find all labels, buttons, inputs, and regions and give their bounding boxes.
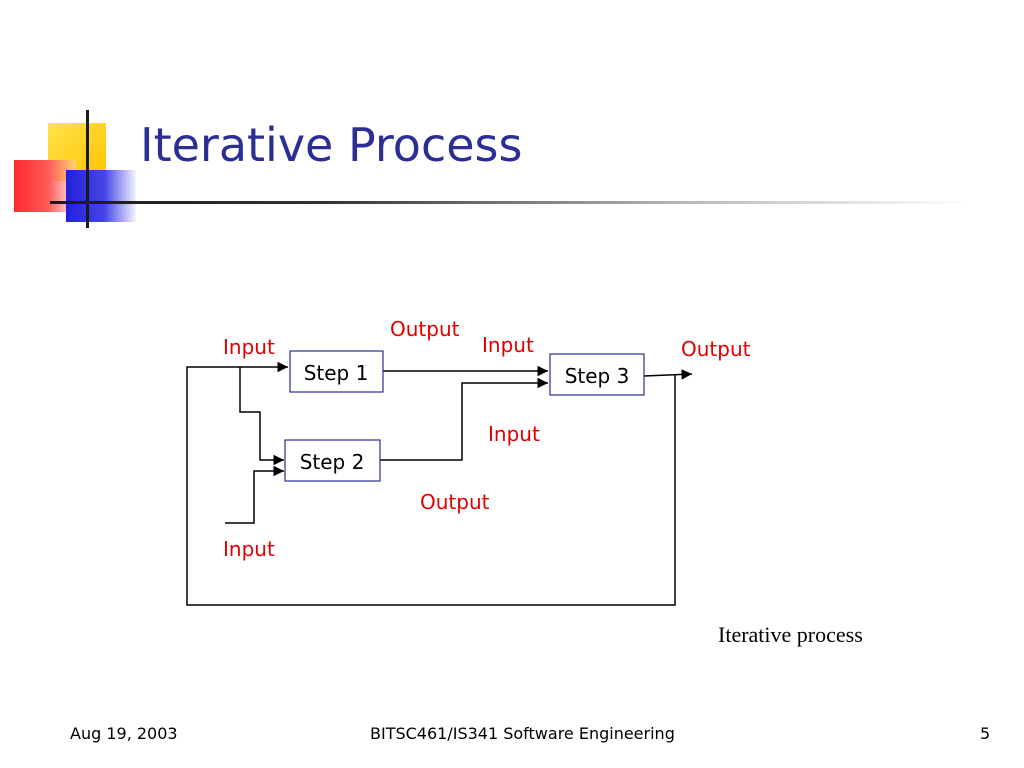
- slide-title: Iterative Process: [140, 118, 523, 172]
- title-underline: [50, 201, 970, 204]
- step2-input-label: Input: [223, 537, 275, 561]
- footer-date: Aug 19, 2003: [70, 724, 178, 743]
- external-input-step2-line: [225, 465, 284, 524]
- step2-box: [284, 439, 381, 482]
- decor-blue-square: [66, 170, 136, 222]
- step2-output-label: Output: [420, 490, 490, 514]
- step3-output-label: Output: [681, 337, 751, 361]
- step3-input-top-label: Input: [482, 333, 534, 357]
- decor-vertical-line: [86, 110, 89, 228]
- step1-input-label: Input: [223, 335, 275, 359]
- step1-output-label: Output: [390, 317, 460, 341]
- step3-label: Step 3: [565, 364, 630, 388]
- step3-output-arrow: [643, 369, 693, 380]
- feedback-loop-line: [186, 361, 676, 606]
- footer-page-number: 5: [980, 724, 991, 743]
- step1-box: [289, 350, 384, 393]
- step3-box: [549, 353, 645, 396]
- step1-label: Step 1: [304, 361, 369, 385]
- footer-course: BITSC461/IS341 Software Engineering: [370, 724, 675, 743]
- step2-label: Step 2: [300, 450, 365, 474]
- step3-input-mid-label: Input: [488, 422, 540, 446]
- step2-to-step3-arrow: [380, 377, 548, 461]
- branch-to-step2-line: [239, 367, 284, 466]
- diagram-caption: Iterative process: [718, 622, 863, 647]
